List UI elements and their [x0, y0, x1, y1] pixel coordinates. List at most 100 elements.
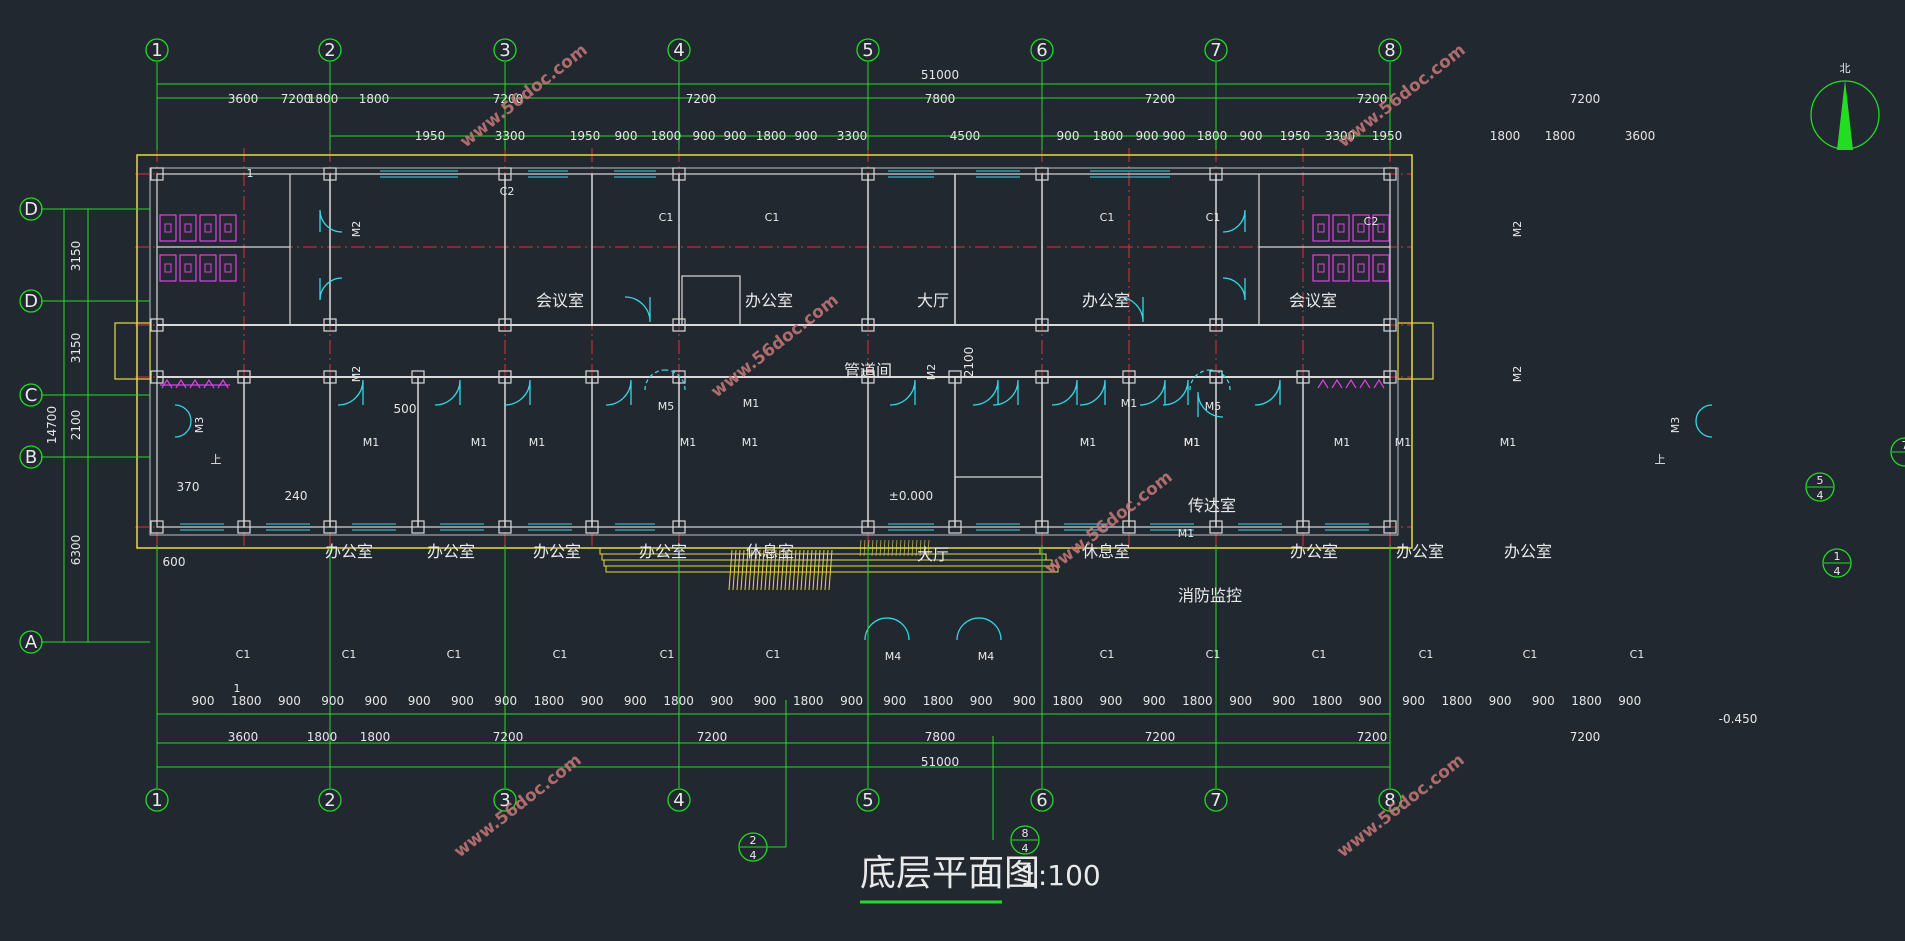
dim-top-row2: 1950 [415, 129, 446, 143]
dim-left: 6300 [69, 535, 83, 566]
stair-hatch [756, 549, 761, 591]
dim-bottom-row1: 1800 [793, 694, 824, 708]
dim-bottom-row1: 900 [1489, 694, 1512, 708]
window-label: C1 [660, 648, 675, 661]
dim-top-row1: 7200 [493, 92, 524, 106]
dim-top-row2: 3300 [495, 129, 526, 143]
column [1296, 520, 1310, 534]
stair-hatch [732, 549, 737, 591]
stair-hatch [828, 549, 833, 591]
door-swing [337, 379, 364, 406]
dim-total-bottom: 51000 [921, 755, 959, 769]
dim-bottom-row1: 900 [840, 694, 863, 708]
door-label-m1: M1 [1178, 527, 1195, 540]
dim-bottom-row1: 900 [1099, 694, 1122, 708]
column [237, 370, 251, 384]
toilet-bowl [1357, 263, 1365, 273]
column [1383, 520, 1397, 534]
dim-top-row2: 3300 [1325, 129, 1356, 143]
column [672, 520, 686, 534]
axis-label-row: A [25, 632, 38, 653]
detail-callout [1822, 548, 1852, 578]
dim-bottom-row1: 900 [1143, 694, 1166, 708]
axis-label-column: 7 [1210, 40, 1221, 61]
detail-sheet: 4 [1834, 565, 1841, 578]
room-label: 办公室 [427, 542, 475, 561]
room-label: 传达室 [1188, 496, 1236, 515]
axis-label-column: 3 [499, 790, 510, 811]
window-label: C1 [1100, 648, 1115, 661]
column [1122, 520, 1136, 534]
dim-top-row2: 1800 [1093, 129, 1124, 143]
stair-hatch [792, 549, 797, 591]
column [1035, 370, 1049, 384]
dim-bottom-row1: 900 [1272, 694, 1295, 708]
axis-bubble-row [19, 289, 43, 313]
urinal [1317, 378, 1329, 389]
dim-bottom-row1: 900 [710, 694, 733, 708]
room-label: 休息室 [1082, 542, 1130, 561]
door-swing [992, 379, 1019, 406]
stair-hatch [824, 549, 829, 591]
dim-top-row2: 900 [615, 129, 638, 143]
column [1209, 318, 1223, 332]
dimension-lines [19, 38, 1905, 904]
dim-top-row2: 900 [1136, 129, 1159, 143]
stair-hatch [879, 539, 882, 557]
door-label-m1: M1 [1395, 436, 1412, 449]
stair-hatch [875, 539, 878, 557]
axis-bubble-column [667, 788, 691, 812]
toilet-fixture [1332, 254, 1350, 282]
toilet-fixture [1352, 214, 1370, 242]
window-label: C1 [766, 648, 781, 661]
room-label: 办公室 [745, 291, 793, 310]
toilet-bowl [164, 263, 172, 273]
dim-bottom-row2: 7800 [925, 730, 956, 744]
window-label: C1 [1523, 648, 1538, 661]
toilet-fixture [199, 254, 217, 282]
axis-bubble-column [493, 788, 517, 812]
toilet-bowl [1337, 263, 1345, 273]
urinal [1359, 378, 1371, 389]
window-label: C1 [342, 648, 357, 661]
door-m3 [174, 404, 192, 438]
urinal [217, 378, 229, 389]
column [1383, 370, 1397, 384]
column [498, 318, 512, 332]
toilet-fixture [1332, 214, 1350, 242]
stair-hatch [911, 539, 914, 557]
axis-label-column: 5 [862, 40, 873, 61]
axis-label-column: 1 [151, 40, 162, 61]
column [323, 370, 337, 384]
dim-top-row2: 1800 [1545, 129, 1576, 143]
stair-hatch [744, 549, 749, 591]
dim-bottom-row1: 1800 [1052, 694, 1083, 708]
axis-label-row: C [25, 385, 38, 406]
door-m5 [1189, 369, 1231, 391]
room-label: 会议室 [536, 291, 584, 310]
north-label: 北 [1840, 62, 1851, 75]
column [948, 520, 962, 534]
door-swing [1079, 379, 1106, 406]
dim-bottom-row1: 900 [192, 694, 215, 708]
dim-bottom-row1: 1800 [1312, 694, 1343, 708]
dim-top-row1: 7200 [686, 92, 717, 106]
column [411, 520, 425, 534]
door-swing [1197, 391, 1224, 418]
stair-hatch [812, 549, 817, 591]
window-label: C1 [1312, 648, 1327, 661]
column [861, 520, 875, 534]
axis-label-row: D [24, 199, 38, 220]
walls [150, 167, 1397, 534]
watermark: www.56doc.com [1041, 467, 1176, 579]
door-label-m3: M3 [193, 417, 206, 434]
axis-bubble-column [1204, 38, 1228, 62]
toilet-bowl [1337, 223, 1345, 233]
column [1122, 370, 1136, 384]
door-swing [1222, 209, 1246, 233]
detail-callout [1890, 437, 1905, 467]
toilet-bowl [204, 223, 212, 233]
axis-bubble-column [856, 38, 880, 62]
stair-hatch [863, 539, 866, 557]
